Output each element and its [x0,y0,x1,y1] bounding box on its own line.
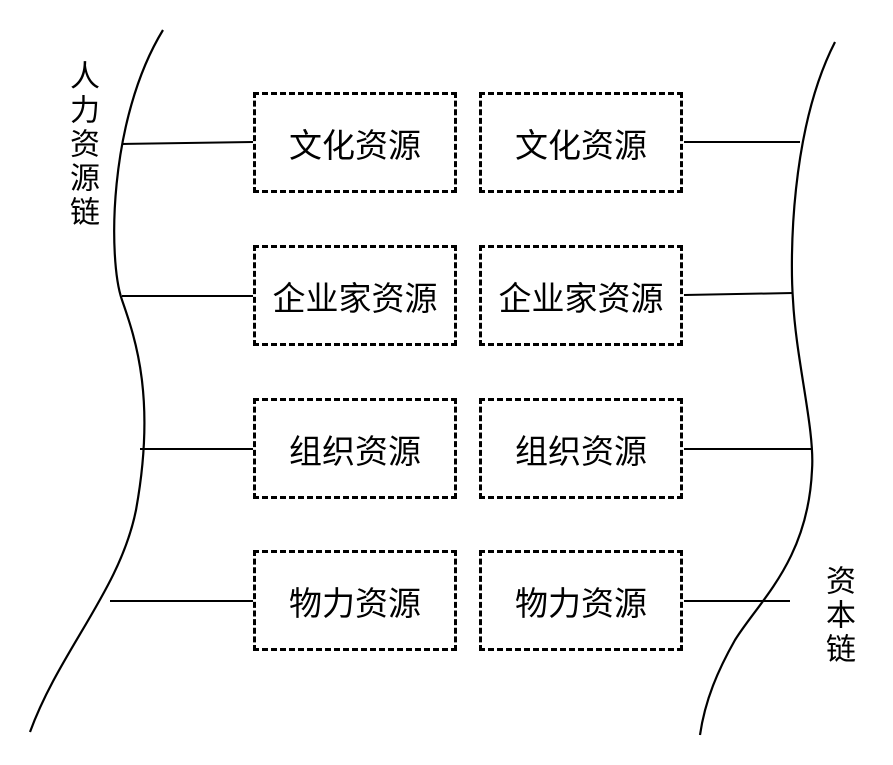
resource-box-left-4: 物力资源 [253,550,457,651]
left-connector-1 [121,141,254,145]
resource-box-right-1: 文化资源 [479,92,683,193]
right-connector-2 [683,292,794,296]
left-chain-label: 人力资源链 [64,60,99,230]
resource-box-label: 物力资源 [515,583,647,623]
resource-box-right-4: 物力资源 [479,550,683,651]
right-chain-label: 资本链 [820,565,855,667]
resource-box-right-2: 企业家资源 [479,245,683,346]
resource-box-left-3: 组织资源 [253,398,457,499]
resource-box-right-3: 组织资源 [479,398,683,499]
resource-box-label: 组织资源 [515,431,647,471]
resource-box-label: 文化资源 [515,125,647,165]
resource-box-label: 企业家资源 [272,278,438,318]
resource-box-label: 文化资源 [289,125,421,165]
resource-box-label: 组织资源 [289,431,421,471]
right-chain-curve [698,41,836,736]
resource-box-label: 企业家资源 [498,278,664,318]
resource-box-label: 物力资源 [289,583,421,623]
resource-box-left-2: 企业家资源 [253,245,457,346]
resource-box-left-1: 文化资源 [253,92,457,193]
left-chain-curve [28,29,164,733]
